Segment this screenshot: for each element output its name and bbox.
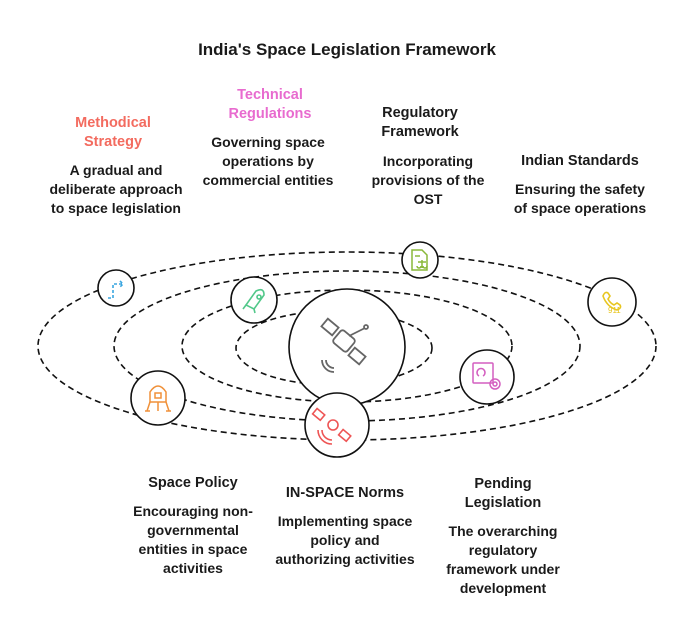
technical-circle <box>230 276 278 324</box>
emergency-phone-icon: 911 <box>602 291 622 315</box>
heading-methodical-strategy: Methodical Strategy <box>75 115 151 150</box>
text-space-policy: Encouraging non-governmental entities in… <box>133 503 253 576</box>
pending-circle <box>459 349 515 405</box>
heading-pending-legislation: Pending Legislation <box>464 476 542 511</box>
indian-standards-circle <box>587 277 637 327</box>
text-indian-standards: Ensuring the safety of space operations <box>513 181 647 216</box>
heading-technical-regulations: Technical Regulations <box>228 87 312 122</box>
heading-regulatory-framework: Regulatory Framework <box>381 105 459 140</box>
heading-indian-standards: Indian Standards <box>521 153 639 169</box>
svg-text:911: 911 <box>608 306 621 315</box>
in-space-circle <box>304 392 370 458</box>
heading-in-space-norms: IN-SPACE Norms <box>285 485 405 501</box>
satellite-icon <box>320 317 369 373</box>
orbit-2 <box>113 270 581 422</box>
regulatory-circle <box>401 241 439 279</box>
methodical-circle <box>97 269 135 307</box>
orbit-outer <box>37 251 657 441</box>
heading-space-policy: Space Policy <box>148 475 238 491</box>
center-circle <box>288 288 406 406</box>
page-title: India's Space Legislation Framework <box>198 40 496 59</box>
settings-document-icon <box>472 362 501 390</box>
text-in-space-norms: Implementing space policy and authorizin… <box>275 513 415 567</box>
text-methodical-strategy: A gradual and deliberate approach to spa… <box>49 162 183 216</box>
text-pending-legislation: The overarching regulatory framework und… <box>446 523 560 596</box>
legal-document-icon <box>411 249 428 271</box>
text-technical-regulations: Governing space operations by commercial… <box>202 134 334 188</box>
rocket-icon <box>242 288 265 314</box>
lunar-lander-icon <box>145 385 171 412</box>
text-regulatory-framework: Incorporating provisions of the OST <box>371 153 485 207</box>
path-arrow-icon <box>108 280 125 299</box>
satellite-signal-icon <box>311 407 352 445</box>
